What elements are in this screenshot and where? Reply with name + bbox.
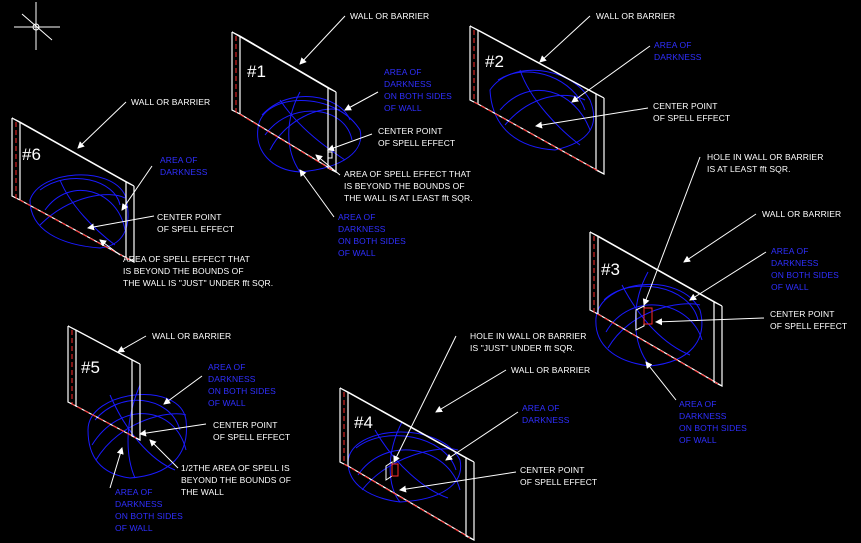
panel-3-number: #3 bbox=[601, 260, 620, 279]
panel-5-wall-label: WALL OR BARRIER bbox=[152, 331, 232, 341]
panel-1 bbox=[231, 15, 379, 218]
panel-6 bbox=[11, 101, 155, 263]
panel-1-number: #1 bbox=[247, 62, 266, 81]
panel-2 bbox=[469, 15, 651, 175]
panel-1-darkness-label: AREA OF DARKNESS ON BOTH SIDES OF WALL bbox=[384, 67, 452, 113]
panel-5-number: #5 bbox=[81, 358, 100, 377]
panel-6-wall-label: WALL OR BARRIER bbox=[131, 97, 211, 107]
panel-2-number: #2 bbox=[485, 52, 504, 71]
panel-4-number: #4 bbox=[354, 413, 373, 432]
wall bbox=[231, 31, 337, 173]
panel-5-darkness-label-2: AREA OF DARKNESS ON BOTH SIDES OF WALL bbox=[115, 487, 183, 533]
panel-1-beyond-label: AREA OF SPELL EFFECT THAT IS BEYOND THE … bbox=[344, 169, 473, 203]
panel-5 bbox=[67, 325, 207, 489]
panel-2-center-label: CENTER POINT OF SPELL EFFECT bbox=[653, 101, 731, 123]
panel-3-wall-label: WALL OR BARRIER bbox=[762, 209, 842, 219]
panel-3-hole-label: HOLE IN WALL OR BARRIER IS AT LEAST fft … bbox=[707, 152, 824, 174]
panel-6-number: #6 bbox=[22, 145, 41, 164]
wall-midline bbox=[235, 36, 333, 171]
panel-4-center-label: CENTER POINT OF SPELL EFFECT bbox=[520, 465, 598, 487]
darkness-area bbox=[257, 91, 362, 173]
panel-5-half-label: 1/2THE AREA OF SPELL IS BEYOND THE BOUND… bbox=[181, 463, 291, 497]
panel-5-darkness-label: AREA OF DARKNESS ON BOTH SIDES OF WALL bbox=[208, 362, 276, 408]
panel-1-wall-label: WALL OR BARRIER bbox=[350, 11, 430, 21]
panel-3 bbox=[589, 156, 767, 401]
crosshair-icon bbox=[14, 2, 60, 50]
spell-center-marker bbox=[327, 151, 333, 159]
panel-1-center-label: CENTER POINT OF SPELL EFFECT bbox=[378, 126, 456, 148]
panel-2-darkness-label: AREA OF DARKNESS bbox=[654, 40, 702, 62]
panel-6-darkness-label: AREA OF DARKNESS bbox=[160, 155, 208, 177]
wall-hole bbox=[635, 305, 653, 331]
panel-6-beyond-label: AREA OF SPELL EFFECT THAT IS BEYOND THE … bbox=[123, 254, 274, 288]
panel-6-center-label: CENTER POINT OF SPELL EFFECT bbox=[157, 212, 235, 234]
panel-3-darkness-label: AREA OF DARKNESS ON BOTH SIDES OF WALL bbox=[771, 246, 839, 292]
panel-5-center-label: CENTER POINT OF SPELL EFFECT bbox=[213, 420, 291, 442]
panel-2-wall-label: WALL OR BARRIER bbox=[596, 11, 676, 21]
panel-3-darkness-label-2: AREA OF DARKNESS ON BOTH SIDES OF WALL bbox=[679, 399, 747, 445]
panel-3-center-label: CENTER POINT OF SPELL EFFECT bbox=[770, 309, 848, 331]
panel-4-wall-label: WALL OR BARRIER bbox=[511, 365, 591, 375]
panel-4-hole-label: HOLE IN WALL OR BARRIER IS "JUST" UNDER … bbox=[470, 331, 587, 353]
panel-4-darkness-label: AREA OF DARKNESS bbox=[522, 403, 570, 425]
panel-4 bbox=[339, 335, 519, 541]
panel-1-darkness-label-2: AREA OF DARKNESS ON BOTH SIDES OF WALL bbox=[338, 212, 406, 258]
